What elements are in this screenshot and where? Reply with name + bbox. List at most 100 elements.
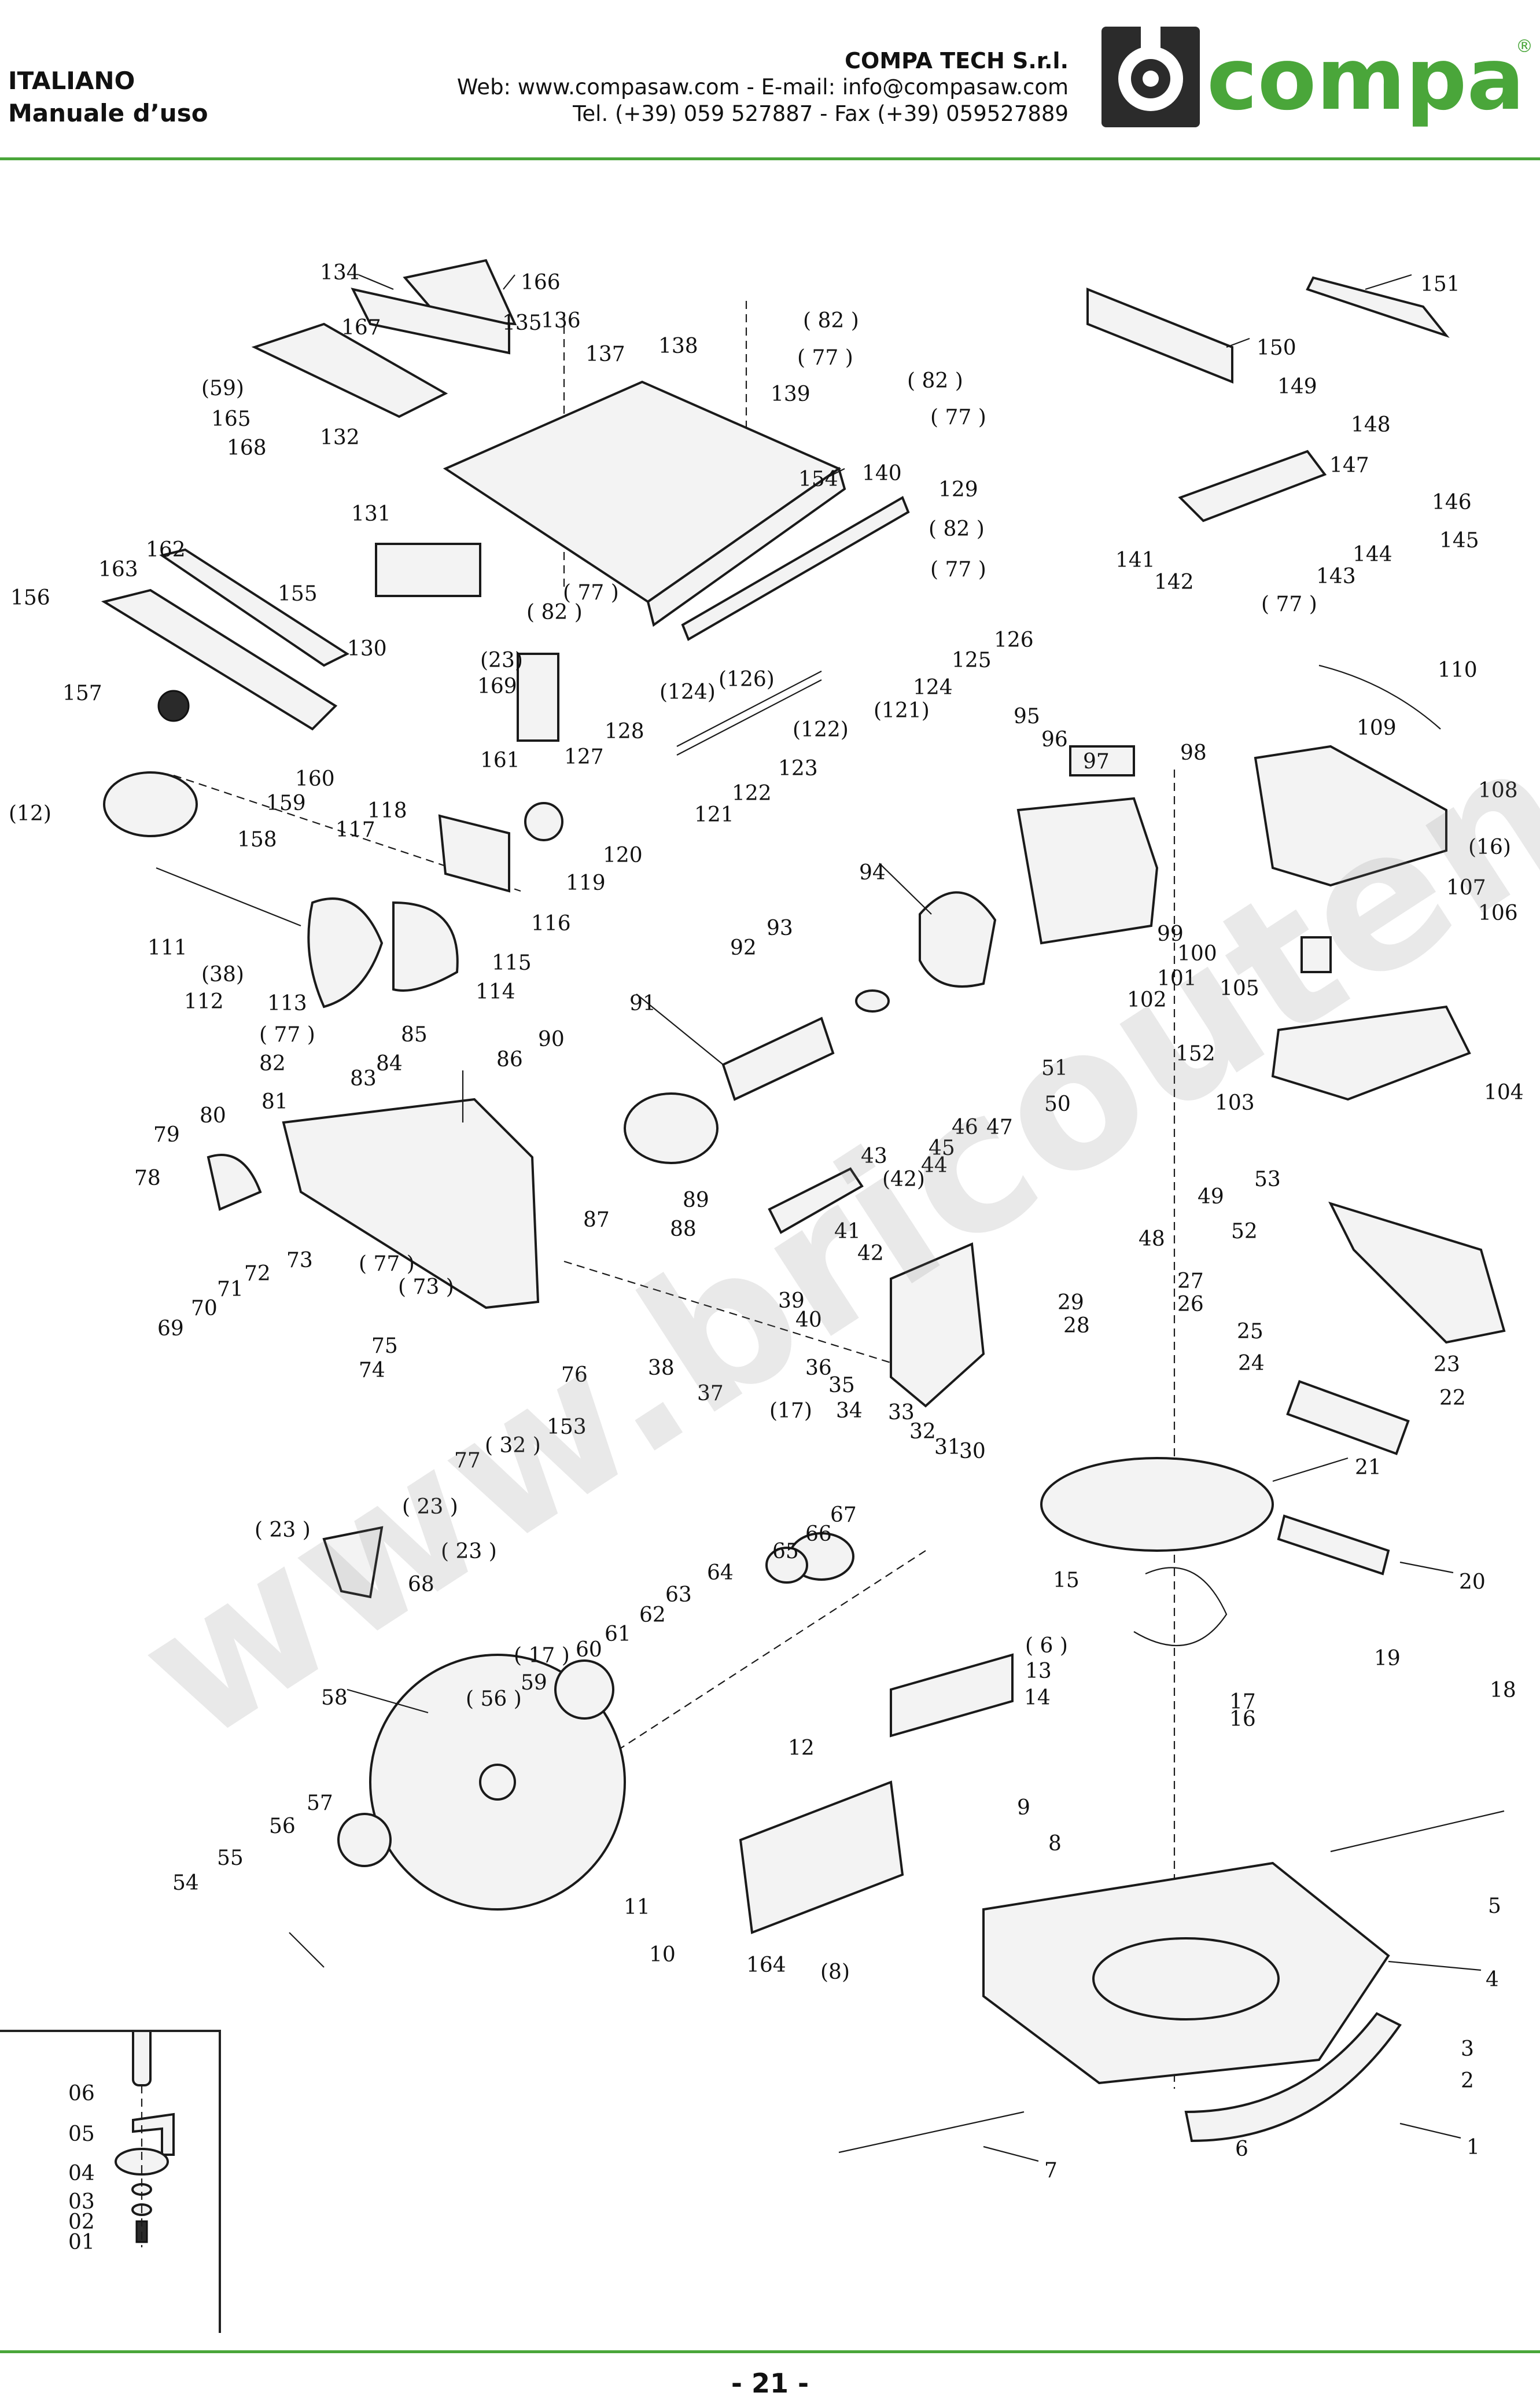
part-callout-label: 45 xyxy=(929,1136,955,1160)
part-callout-label: 64 xyxy=(707,1561,734,1585)
flange-56 xyxy=(554,1659,614,1720)
kerf-plate-164 xyxy=(739,1780,904,1934)
part-callout-label: 1 xyxy=(1467,2136,1480,2159)
rail-123-b xyxy=(676,679,822,756)
leader-58 xyxy=(347,1688,429,1714)
part-callout-label: (126) xyxy=(719,668,775,691)
part-callout-label: 41 xyxy=(834,1220,861,1243)
ring-120 xyxy=(524,802,563,841)
part-callout-label: 90 xyxy=(538,1028,565,1051)
part-callout-label: 73 xyxy=(286,1249,313,1272)
contact-tel: Tel. (+39) 059 527887 - Fax (+39) 059527… xyxy=(573,101,1069,126)
part-callout-label: 82 xyxy=(259,1052,286,1076)
part-callout-label: 24 xyxy=(1238,1352,1265,1375)
part-callout-label: 21 xyxy=(1355,1456,1381,1479)
part-callout-label: 122 xyxy=(732,782,772,805)
part-callout-label: 119 xyxy=(566,871,606,895)
blade-arbor-hole xyxy=(479,1764,516,1801)
part-callout-label: (17) xyxy=(769,1399,812,1423)
part-callout-label: 79 xyxy=(153,1123,180,1147)
part-callout-label: 36 xyxy=(805,1356,832,1380)
part-callout-label: 146 xyxy=(1432,491,1472,514)
language-label: ITALIANO xyxy=(8,67,135,95)
part-callout-label: 103 xyxy=(1215,1091,1255,1115)
part-callout-label: 2 xyxy=(1461,2069,1474,2093)
part-callout-label: 67 xyxy=(830,1503,857,1527)
washer-92 xyxy=(855,989,890,1013)
part-callout-label: 102 xyxy=(1127,988,1167,1012)
manual-label: Manuale d’uso xyxy=(8,99,208,127)
part-callout-label: 85 xyxy=(401,1023,428,1047)
part-callout-label: 164 xyxy=(746,1953,786,1977)
assembly-axis-guard xyxy=(173,774,521,892)
guard-plate-118 xyxy=(438,814,510,893)
plate-130 xyxy=(375,543,481,597)
part-callout-label: 92 xyxy=(730,936,757,960)
part-callout-label: 168 xyxy=(227,436,267,460)
guard-79 xyxy=(207,1154,262,1211)
part-callout-label: ( 32 ) xyxy=(485,1434,541,1458)
part-callout-label: 157 xyxy=(62,682,102,705)
compa-logo: compa ® xyxy=(1101,27,1533,129)
part-callout-label: 137 xyxy=(585,343,625,366)
part-callout-label: 11 xyxy=(624,1896,650,1919)
part-callout-label: ( 77 ) xyxy=(930,558,986,581)
leader-4 xyxy=(1388,1960,1482,1971)
plate-22 xyxy=(1286,1380,1410,1455)
part-callout-label: (23) xyxy=(480,649,523,672)
part-callout-label: 54 xyxy=(172,1871,199,1895)
part-callout-label: 57 xyxy=(307,1791,333,1815)
footer-divider xyxy=(0,2350,1540,2353)
inset-callout-label: 01 xyxy=(68,2231,95,2254)
part-callout-label: 115 xyxy=(492,951,532,975)
part-callout-label: 33 xyxy=(888,1401,915,1425)
header-divider xyxy=(0,157,1540,160)
part-callout-label: 17 xyxy=(1229,1690,1256,1714)
inset-knob-06 xyxy=(132,2020,152,2086)
motor-stator-94 xyxy=(919,891,997,988)
part-callout-label: 78 xyxy=(134,1166,161,1190)
part-callout-label: ( 82 ) xyxy=(929,517,985,541)
company-name: COMPA TECH S.r.l. xyxy=(845,48,1069,73)
part-callout-label: 159 xyxy=(266,792,306,815)
part-callout-label: 148 xyxy=(1351,413,1391,437)
part-callout-label: 169 xyxy=(477,675,517,698)
part-callout-label: 7 xyxy=(1044,2159,1058,2183)
part-callout-label: ( 17 ) xyxy=(514,1644,570,1668)
part-callout-label: 156 xyxy=(10,586,50,610)
part-callout-label: ( 23 ) xyxy=(255,1518,311,1542)
part-callout-label: 149 xyxy=(1277,375,1317,399)
part-callout-label: (12) xyxy=(9,802,51,826)
part-callout-label: (42) xyxy=(882,1168,925,1191)
part-callout-label: 101 xyxy=(1157,967,1197,991)
part-callout-label: 88 xyxy=(670,1217,697,1241)
part-callout-label: ( 77 ) xyxy=(359,1252,415,1276)
part-callout-label: 165 xyxy=(211,407,251,431)
part-callout-label: 136 xyxy=(541,309,581,333)
fence-rail-134 xyxy=(351,288,510,355)
part-callout-label: 120 xyxy=(603,844,643,867)
part-callout-label: 30 xyxy=(959,1440,986,1463)
bracket-148 xyxy=(1178,450,1327,522)
handle-108 xyxy=(1254,745,1447,887)
part-callout-label: 80 xyxy=(200,1104,226,1128)
part-callout-label: 131 xyxy=(351,502,391,526)
bearing-64 xyxy=(765,1547,808,1584)
leader-20 xyxy=(1399,1561,1454,1574)
part-callout-label: ( 77 ) xyxy=(930,406,986,429)
blade-guard-arm-81 xyxy=(282,1098,540,1309)
part-callout-label: 38 xyxy=(648,1356,675,1380)
part-callout-label: 62 xyxy=(639,1603,666,1627)
part-callout-label: 53 xyxy=(1254,1168,1281,1191)
part-callout-label: 147 xyxy=(1329,454,1369,477)
part-callout-label: 117 xyxy=(336,818,375,842)
part-callout-label: 63 xyxy=(665,1583,692,1607)
hex-key-54 xyxy=(289,1932,325,1968)
part-callout-label: 98 xyxy=(1180,741,1207,765)
part-callout-label: 135 xyxy=(502,311,542,335)
leader-134 xyxy=(358,274,394,290)
part-callout-label: 123 xyxy=(778,757,818,781)
